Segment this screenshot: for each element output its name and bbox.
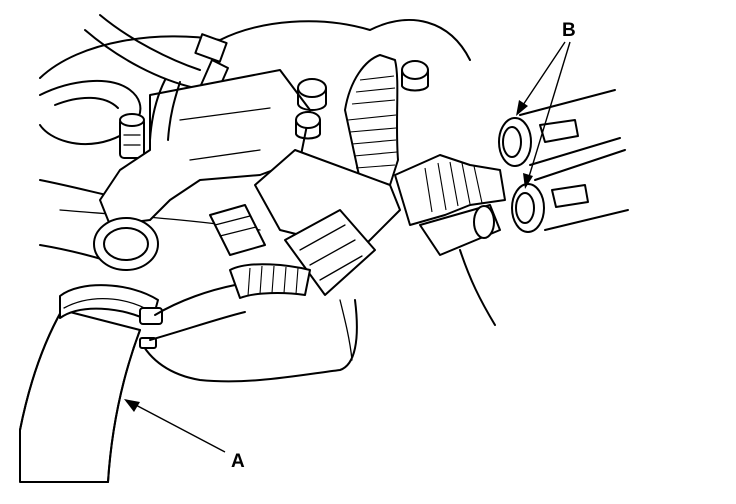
callout-a-leader (131, 402, 226, 453)
callout-b: B (516, 20, 576, 189)
callout-b-label: B (562, 20, 576, 41)
wire-harness-loom (344, 54, 399, 186)
mounting-posts (295, 60, 429, 140)
callout-b-arrowhead-1 (516, 100, 528, 116)
lower-harness (229, 263, 311, 299)
callout-b-arrowhead-2 (523, 173, 533, 189)
bleed-fitting (119, 113, 145, 159)
engine-block-outline (39, 19, 496, 383)
callout-a: A (124, 399, 245, 472)
radiator-hose (19, 284, 246, 483)
callout-b-leader-1 (520, 41, 566, 109)
callout-b-leader-2 (527, 41, 571, 181)
control-valve-body (209, 149, 401, 296)
callout-a-arrowhead (124, 399, 140, 412)
thermostat-housing (93, 69, 311, 271)
heater-hose-lower (511, 149, 629, 233)
heater-hose-upper (498, 89, 621, 167)
callout-a-label: A (231, 451, 245, 472)
heater-pipe-assembly (394, 154, 506, 256)
